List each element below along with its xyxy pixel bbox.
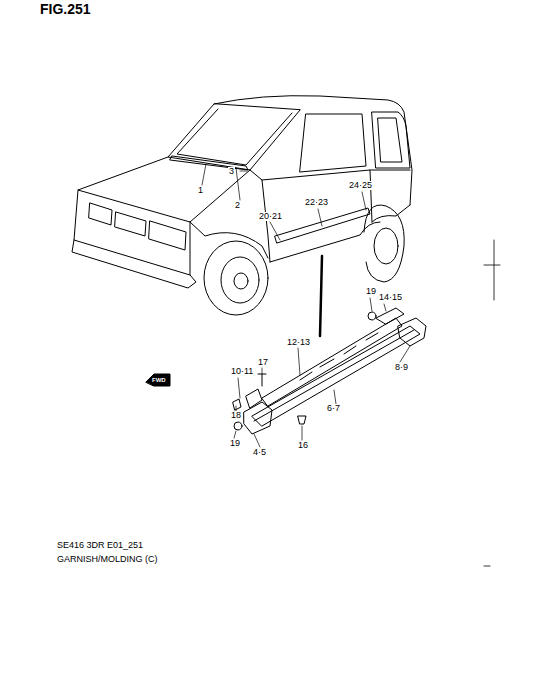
callout-number: 24·25 [348, 181, 373, 190]
callout-number: 1 [197, 186, 204, 195]
rear-end-cap [398, 318, 426, 346]
drawing-title: GARNISH/MOLDING (C) [57, 555, 158, 564]
frame-mark [484, 240, 500, 566]
rear-quarter [370, 170, 410, 222]
front-wheel [221, 257, 259, 303]
view-leader [320, 256, 322, 336]
callout-number: 3 [228, 167, 235, 176]
front-garnish [246, 389, 262, 408]
callout-number: 6·7 [326, 404, 341, 413]
grille [115, 212, 146, 236]
windshield-inner [177, 109, 292, 165]
fender [190, 222, 268, 258]
front-end-cap [244, 402, 272, 434]
side-molding [275, 208, 370, 243]
rear-garnish [376, 308, 404, 324]
sill-molding [252, 326, 420, 426]
clip [234, 422, 242, 430]
windshield [168, 104, 300, 170]
callout-number: 12·13 [286, 338, 311, 347]
headlight [89, 203, 112, 225]
headlight [149, 221, 186, 250]
screw [258, 374, 266, 386]
callout-number: 19 [229, 439, 241, 448]
sill-garnish-upper [262, 318, 402, 406]
callout-number: 17 [257, 358, 269, 367]
front-face [74, 190, 190, 275]
drawing-code: SE416 3DR E01_251 [57, 541, 143, 550]
callout-number: 8·9 [394, 363, 409, 372]
clip [233, 399, 241, 410]
callout-number: 2 [234, 201, 241, 210]
callout-number: 20·21 [258, 212, 283, 221]
leader-line [202, 164, 410, 447]
rear-window-inner [378, 118, 402, 162]
sill-molding-edge [254, 330, 414, 421]
callout-number: 18 [230, 411, 242, 420]
roof-outline [214, 96, 412, 205]
callout-number: 10·11 [230, 367, 254, 376]
front-hub [234, 273, 248, 289]
rear-wheel [374, 228, 398, 264]
callout-number: 19 [365, 287, 377, 296]
rear-tire [364, 205, 404, 282]
clip [368, 312, 376, 320]
callout-number: 14·15 [378, 293, 403, 302]
rear-window [372, 112, 410, 168]
fwd-arrow [146, 374, 170, 386]
hood [78, 157, 250, 222]
callout-number: 22·23 [304, 198, 329, 207]
sill-garnish-ribs [300, 333, 378, 380]
callout-number: 4·5 [252, 448, 267, 457]
callout-number: 16 [297, 441, 309, 450]
front-tire [204, 241, 268, 315]
figure-number: FIG.251 [40, 2, 91, 16]
clip [298, 416, 306, 424]
door-window [300, 114, 366, 172]
direction-label: FWD [152, 377, 166, 383]
